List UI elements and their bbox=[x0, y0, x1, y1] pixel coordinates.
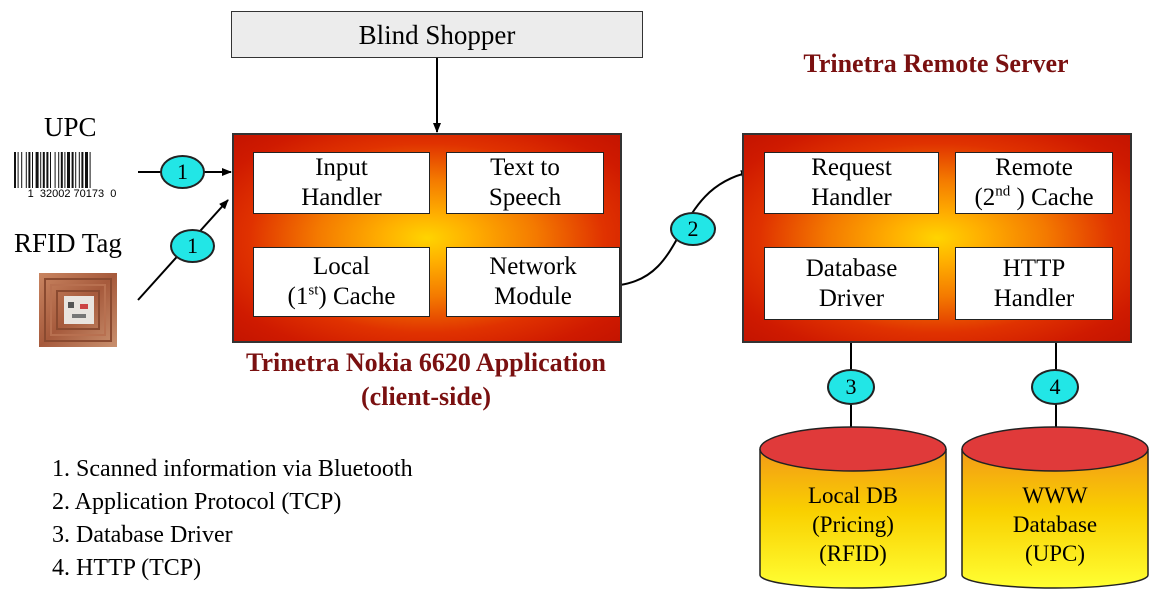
www-db-line3: (UPC) bbox=[1024, 541, 1086, 566]
tts-line2: Speech bbox=[488, 184, 562, 211]
network-module-line2: Module bbox=[494, 283, 572, 310]
barcode-digits: 1 32002 70173 0 bbox=[8, 188, 136, 200]
local-cache-line2: (1st) Cache bbox=[287, 282, 396, 310]
http-handler-box: HTTP Handler bbox=[955, 247, 1113, 320]
legend-item-1: 1. Scanned information via Bluetooth bbox=[52, 456, 413, 482]
legend: 1. Scanned information via Bluetooth 2. … bbox=[52, 453, 413, 585]
blind-shopper-box: Blind Shopper bbox=[231, 11, 643, 58]
network-module-box: Network Module bbox=[446, 247, 620, 317]
rfid-tag-image bbox=[38, 272, 118, 348]
marker-1-rfid: 1 bbox=[170, 229, 215, 263]
request-handler-line2: Handler bbox=[811, 184, 892, 211]
www-db-line1: WWW bbox=[1022, 483, 1088, 508]
local-cache-line1: Local bbox=[313, 253, 370, 280]
client-title-line2: (client-side) bbox=[361, 382, 491, 411]
blind-shopper-label: Blind Shopper bbox=[358, 19, 516, 50]
www-db-label: WWW Database (UPC) bbox=[960, 481, 1150, 568]
http-handler-line2: Handler bbox=[993, 284, 1075, 312]
database-driver-box: Database Driver bbox=[764, 247, 939, 320]
marker-2: 2 bbox=[670, 212, 716, 246]
local-db-line3: (RFID) bbox=[819, 541, 887, 566]
www-db-line2: Database bbox=[1012, 512, 1098, 537]
request-handler-line1: Request bbox=[811, 154, 892, 181]
local-db-line1: Local DB bbox=[807, 483, 899, 508]
legend-item-4: 4. HTTP (TCP) bbox=[52, 555, 202, 581]
www-db-cylinder bbox=[961, 426, 1149, 589]
http-handler-line1: HTTP bbox=[1002, 254, 1066, 282]
marker-1-upc: 1 bbox=[160, 155, 205, 189]
remote-cache-line1: Remote bbox=[995, 154, 1073, 181]
rfid-label: RFID Tag bbox=[14, 228, 122, 258]
input-handler-box: Input Handler bbox=[253, 152, 430, 214]
local-cache-box: Local (1st) Cache bbox=[253, 247, 430, 317]
remote-cache-box: Remote (2nd ) Cache bbox=[955, 152, 1113, 214]
network-module-line1: Network bbox=[489, 253, 577, 280]
rfid-tag-icon bbox=[39, 273, 117, 347]
database-driver-line2: Driver bbox=[818, 284, 885, 312]
database-driver-line1: Database bbox=[805, 254, 898, 282]
marker-3: 3 bbox=[827, 369, 875, 405]
local-db-label: Local DB (Pricing) (RFID) bbox=[758, 481, 948, 568]
legend-item-2: 2. Application Protocol (TCP) bbox=[52, 489, 342, 515]
client-title-line1: Trinetra Nokia 6620 Application bbox=[246, 348, 606, 377]
marker-4: 4 bbox=[1031, 369, 1079, 405]
barcode-icon bbox=[14, 152, 91, 190]
input-handler-line2: Handler bbox=[301, 184, 382, 211]
local-db-cylinder bbox=[759, 426, 947, 589]
upc-barcode: 1 32002 70173 0 bbox=[8, 150, 136, 202]
tts-line1: Text to bbox=[490, 154, 560, 181]
input-handler-line1: Input bbox=[315, 154, 368, 181]
request-handler-box: Request Handler bbox=[764, 152, 939, 214]
remote-cache-line2: (2nd ) Cache bbox=[974, 183, 1094, 211]
legend-item-3: 3. Database Driver bbox=[52, 522, 233, 548]
local-db-line2: (Pricing) bbox=[812, 512, 894, 537]
upc-label: UPC bbox=[44, 112, 97, 142]
server-title: Trinetra Remote Server bbox=[803, 49, 1069, 78]
text-to-speech-box: Text to Speech bbox=[446, 152, 604, 214]
client-app-title: Trinetra Nokia 6620 Application (client-… bbox=[206, 346, 646, 414]
